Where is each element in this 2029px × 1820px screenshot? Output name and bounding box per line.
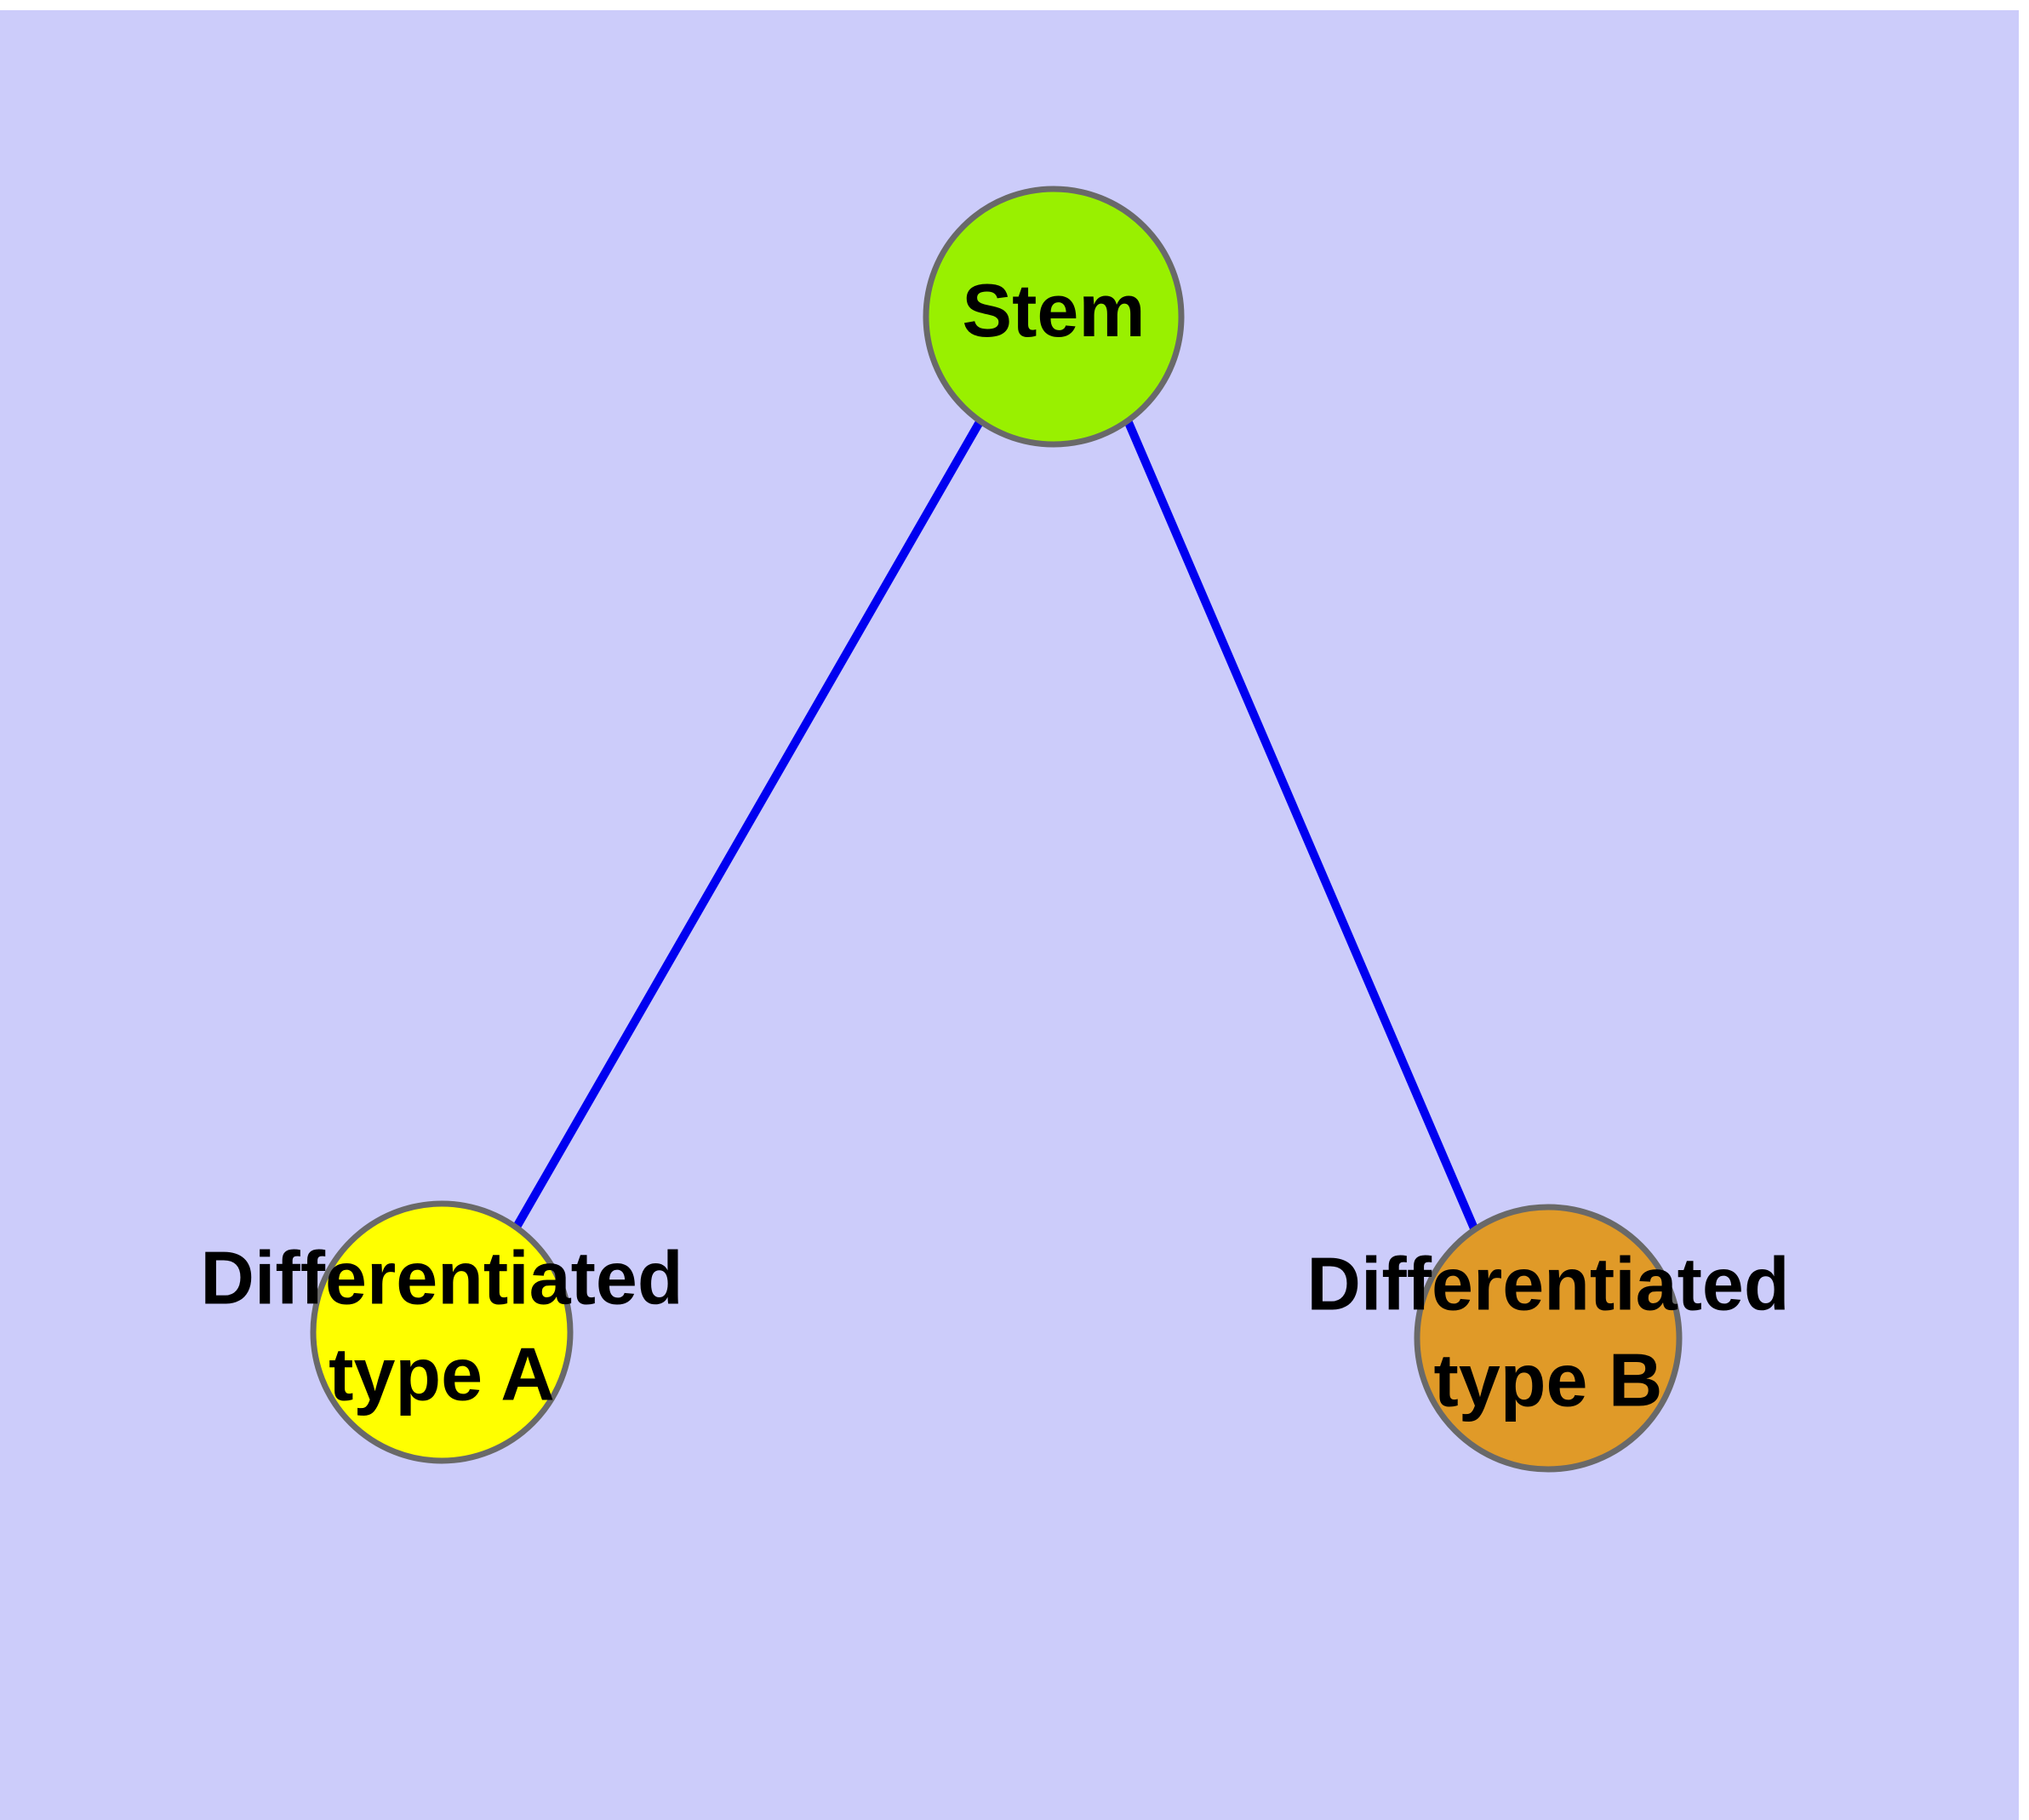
node-diff-b[interactable]: Differentiated type B: [1306, 1204, 1790, 1473]
node-label-line: Stem: [962, 268, 1145, 352]
node-diff-a-label: Differentiated type A: [200, 1236, 683, 1417]
node-diff-a-circle[interactable]: [310, 1200, 574, 1464]
edge-stem-to-diff-b[interactable]: [1123, 419, 1481, 1236]
edge-stem-to-diff-a[interactable]: [512, 418, 985, 1231]
node-label-line: type A: [329, 1332, 555, 1417]
edges-group: [512, 418, 1481, 1236]
node-stem-label: Stem: [962, 268, 1145, 352]
node-diff-a[interactable]: Differentiated type A: [200, 1200, 683, 1464]
nodes-group: Stem Differentiated type A Differentiated…: [200, 186, 1790, 1473]
node-stem-circle[interactable]: [923, 186, 1185, 448]
node-label-line: Differentiated: [200, 1236, 683, 1320]
node-label-line: type B: [1434, 1338, 1663, 1422]
node-stem[interactable]: Stem: [923, 186, 1185, 448]
node-diff-b-label: Differentiated type B: [1306, 1242, 1789, 1422]
node-label-line: Differentiated: [1306, 1242, 1789, 1326]
node-diff-b-circle[interactable]: [1414, 1204, 1683, 1473]
